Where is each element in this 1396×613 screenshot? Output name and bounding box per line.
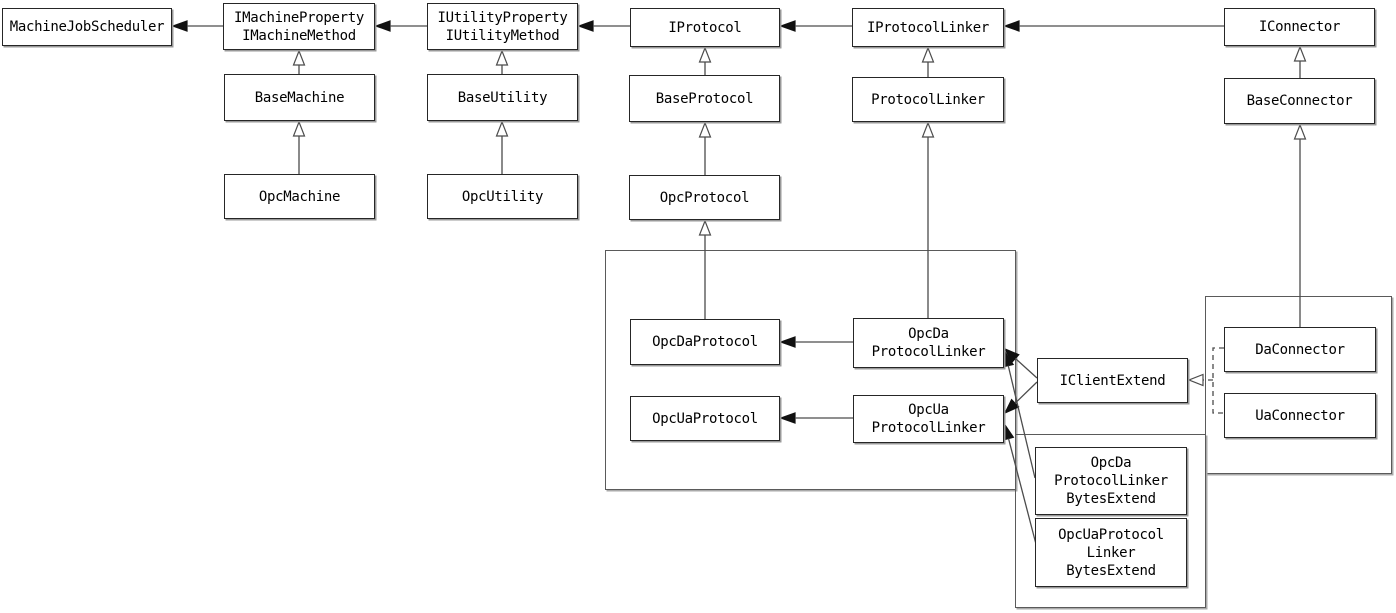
class-label: ProtocolLinker (1054, 473, 1168, 489)
edge-base-utility-to-i-utility-property-method (495, 49, 509, 74)
class-label: DaConnector (1255, 341, 1345, 358)
class-base-protocol: BaseProtocol (629, 75, 780, 122)
class-i-client-extend: IClientExtend (1037, 358, 1188, 403)
class-label: OpcUa (908, 402, 949, 418)
edge-i-connector-to-i-protocol-linker (1003, 20, 1224, 32)
class-label: OpcDa (908, 326, 949, 342)
generalization-arrowhead (698, 121, 712, 138)
class-label: BytesExtend (1066, 491, 1156, 507)
class-i-protocol: IProtocol (630, 8, 780, 47)
class-base-connector: BaseConnector (1224, 78, 1375, 124)
edge-opc-machine-to-base-machine (292, 120, 306, 174)
association-arrowhead (1003, 20, 1020, 32)
class-label: IProtocolLinker (867, 19, 989, 36)
class-label: IClientExtend (1059, 372, 1166, 389)
connector-group (1205, 296, 1392, 474)
class-machine-job-scheduler: MachineJobScheduler (2, 8, 172, 46)
generalization-arrowhead (1293, 45, 1307, 62)
class-label: ProtocolLinker (871, 420, 986, 436)
association-arrowhead (171, 20, 188, 32)
class-label: OpcProtocol (659, 189, 750, 206)
association-arrowhead (374, 20, 391, 32)
class-label: ProtocolLinker (871, 344, 986, 360)
edge-i-utility-property-method-to-i-machine-property-method (374, 20, 427, 32)
class-label: IUtilityProperty (437, 9, 568, 26)
class-label: IConnector (1258, 19, 1341, 35)
class-label: OpcMachine (258, 188, 341, 205)
edge-i-protocol-to-i-utility-property-method (577, 20, 630, 32)
class-opc-da-protocol: OpcDaProtocol (630, 319, 780, 365)
class-label: OpcUaProtocol (1058, 526, 1164, 543)
class-label: Linker (1086, 544, 1136, 561)
generalization-arrowhead (292, 120, 306, 137)
edge-opc-protocol-to-base-protocol (698, 121, 712, 175)
class-label: IProtocol (668, 19, 742, 36)
class-label: OpcDa (1090, 455, 1132, 471)
class-label: OpcUaProtocol (652, 410, 758, 427)
class-label: OpcUtility (461, 188, 544, 205)
class-label: IMachineProperty (233, 9, 365, 26)
class-label: BaseMachine (254, 89, 345, 106)
class-protocol-linker: ProtocolLinker (852, 77, 1004, 122)
class-label: IMachineMethod (242, 27, 356, 44)
association-arrowhead (577, 20, 594, 32)
generalization-arrowhead (921, 121, 935, 138)
edge-i-machine-property-method-to-machine-job-scheduler (171, 20, 223, 32)
class-label: MachineJobScheduler (9, 19, 165, 35)
association-line (1014, 381, 1038, 404)
class-label: IUtilityMethod (445, 27, 560, 44)
class-label: BytesExtend (1066, 562, 1156, 579)
class-opc-protocol: OpcProtocol (629, 175, 780, 220)
realization-arrowhead (1187, 373, 1204, 387)
protocol-group (605, 250, 1016, 490)
generalization-arrowhead (1293, 123, 1307, 140)
class-label: UaConnector (1255, 407, 1345, 424)
class-label: BaseConnector (1246, 93, 1353, 109)
generalization-arrowhead (292, 49, 306, 66)
generalization-arrowhead (495, 49, 509, 66)
generalization-arrowhead (698, 219, 712, 236)
edge-base-protocol-to-i-protocol (698, 46, 712, 75)
class-base-utility: BaseUtility (427, 74, 578, 121)
class-label: OpcDaProtocol (652, 334, 758, 350)
class-i-protocol-linker: IProtocolLinker (852, 8, 1004, 47)
class-da-connector: DaConnector (1224, 327, 1376, 372)
edge-base-connector-to-i-connector (1293, 45, 1307, 78)
class-ua-connector: UaConnector (1224, 393, 1376, 438)
generalization-arrowhead (921, 46, 935, 63)
class-i-connector: IConnector (1224, 8, 1375, 46)
class-label: ProtocolLinker (871, 91, 985, 108)
class-label: BaseUtility (457, 89, 548, 106)
class-opc-utility: OpcUtility (427, 174, 578, 219)
edge-protocol-linker-to-i-protocol-linker (921, 46, 935, 77)
association-arrowhead (779, 20, 796, 32)
generalization-arrowhead (698, 46, 712, 63)
edge-i-protocol-linker-to-i-protocol (779, 20, 852, 32)
edge-base-machine-to-i-machine-property-method (292, 49, 306, 74)
generalization-arrowhead (495, 120, 509, 137)
class-base-machine: BaseMachine (224, 74, 375, 121)
class-opc-machine: OpcMachine (224, 174, 375, 219)
edge-opc-utility-to-base-utility (495, 120, 509, 174)
class-label: BaseProtocol (655, 90, 754, 107)
association-line (1014, 357, 1038, 379)
class-opc-ua-protocol: OpcUaProtocol (630, 396, 780, 441)
